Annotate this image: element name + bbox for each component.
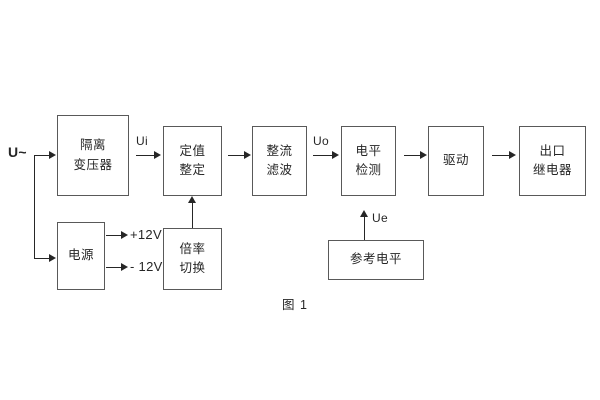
rail-negative-arrow-icon — [121, 263, 128, 271]
setting-to-rectify-arrow-icon — [244, 151, 251, 159]
block-isolation-transformer-line1: 隔离 — [79, 138, 106, 153]
figure-caption: 图 1 — [282, 298, 308, 312]
input-to-power-arrow-icon — [49, 254, 56, 262]
drive-to-relay-line — [492, 155, 510, 156]
transformer-to-setting-arrow-icon — [154, 151, 161, 159]
block-drive-line1: 驱动 — [442, 153, 469, 168]
block-multiplier-switch-line2: 切换 — [179, 261, 206, 275]
block-level-detect-line1: 电平 — [355, 143, 382, 158]
signal-uo-label: Uo — [313, 134, 329, 148]
block-reference-level-line1: 参考电平 — [349, 252, 402, 267]
level-to-drive-line — [404, 155, 421, 156]
drive-to-relay-arrow-icon — [509, 151, 516, 159]
block-isolation-transformer-line2: 变压器 — [73, 157, 113, 172]
block-multiplier-switch: 倍率 切换 — [163, 228, 222, 290]
block-drive: 驱动 — [428, 126, 484, 196]
block-isolation-transformer: 隔离 变压器 — [57, 115, 129, 196]
rail-positive-line — [106, 235, 122, 236]
signal-ue-label: Ue — [372, 211, 388, 225]
input-branch-trunk — [34, 155, 35, 259]
block-rectify-filter-line2: 滤波 — [266, 163, 293, 177]
block-power-supply-line1: 电源 — [67, 248, 94, 263]
rail-positive-label: +12V — [130, 227, 162, 242]
block-level-detect: 电平 检测 — [341, 126, 396, 196]
reference-to-level-arrow-icon — [360, 210, 368, 217]
level-to-drive-arrow-icon — [420, 151, 427, 159]
rectify-to-level-line — [313, 155, 333, 156]
block-rectify-filter: 整流 滤波 — [252, 126, 307, 196]
block-setting-adjust: 定值 整定 — [163, 126, 222, 196]
block-level-detect-line2: 检测 — [355, 163, 382, 177]
transformer-to-setting-line — [136, 155, 155, 156]
block-setting-adjust-line1: 定值 — [179, 143, 206, 158]
block-setting-adjust-line2: 整定 — [179, 163, 206, 177]
block-reference-level: 参考电平 — [328, 240, 424, 280]
input-to-transformer-line — [34, 155, 50, 156]
input-source-label: U~ — [8, 144, 27, 160]
multiplier-to-setting-line — [192, 203, 193, 228]
block-output-relay: 出口 继电器 — [519, 126, 586, 196]
reference-to-level-line — [364, 217, 365, 240]
block-power-supply: 电源 — [57, 222, 105, 290]
signal-ui-label: Ui — [136, 134, 148, 148]
block-output-relay-line1: 出口 — [539, 143, 566, 158]
rectify-to-level-arrow-icon — [332, 151, 339, 159]
input-to-transformer-arrow-icon — [49, 151, 56, 159]
multiplier-to-setting-arrow-icon — [188, 196, 196, 203]
setting-to-rectify-line — [228, 155, 245, 156]
rail-negative-label: - 12V — [130, 259, 163, 274]
block-output-relay-line2: 继电器 — [532, 163, 572, 177]
rail-negative-line — [106, 267, 122, 268]
block-multiplier-switch-line1: 倍率 — [179, 241, 206, 256]
block-rectify-filter-line1: 整流 — [266, 143, 293, 158]
input-to-power-line — [34, 258, 50, 259]
rail-positive-arrow-icon — [121, 231, 128, 239]
